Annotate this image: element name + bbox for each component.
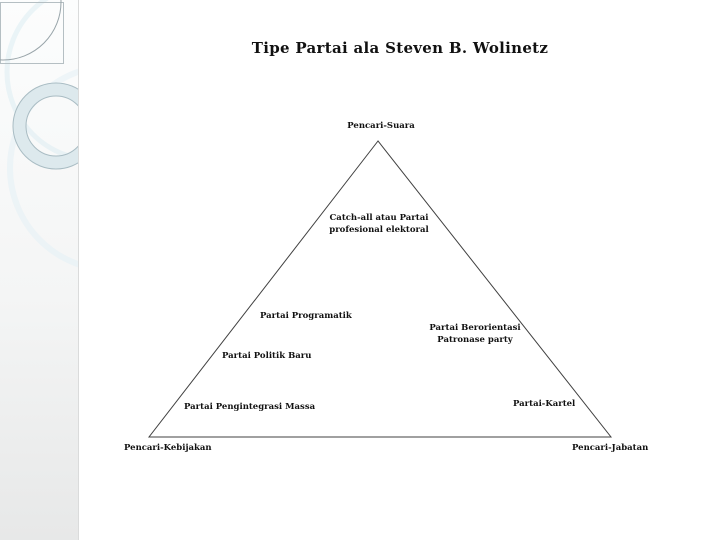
decor-graphics bbox=[0, 0, 78, 268]
label-politik-baru: Partai Politik Baru bbox=[222, 351, 312, 361]
label-catch-all-line2: profesional elektoral bbox=[329, 225, 429, 235]
label-catch-all-line1: Catch-all atau Partai bbox=[329, 213, 429, 223]
label-catch-all: Catch-all atau Partai profesional elekto… bbox=[329, 212, 428, 236]
decor-square bbox=[0, 2, 64, 64]
corner-label-top: Pencari-Suara bbox=[347, 121, 415, 131]
decor-soft-arc-mid bbox=[7, 68, 78, 268]
corner-label-bottom-left: Pencari-Kebijakan bbox=[124, 443, 212, 453]
label-kartel: Partai-Kartel bbox=[513, 399, 576, 409]
corner-label-bottom-right: Pencari-Jabatan bbox=[572, 443, 649, 453]
decor-soft-arc-top bbox=[4, 0, 78, 161]
triangle-outline bbox=[147, 140, 613, 438]
label-berorientasi-line1: Partai Berorientasi bbox=[429, 323, 521, 333]
label-berorientasi: Partai Berorientasi Patronase party bbox=[429, 322, 520, 346]
slide-title: Tipe Partai ala Steven B. Wolinetz bbox=[251, 39, 549, 57]
label-pengintegrasi-massa: Partai Pengintegrasi Massa bbox=[184, 402, 316, 412]
decor-quarter-arc bbox=[0, 0, 62, 61]
decor-ring-inner-edge bbox=[25, 95, 78, 157]
decor-ring-outer-edge bbox=[12, 82, 78, 170]
label-berorientasi-line2: Patronase party bbox=[437, 335, 513, 345]
decor-ring-fill bbox=[13, 83, 78, 169]
label-programatik: Partai Programatik bbox=[260, 311, 352, 321]
decor-strip bbox=[0, 0, 79, 540]
